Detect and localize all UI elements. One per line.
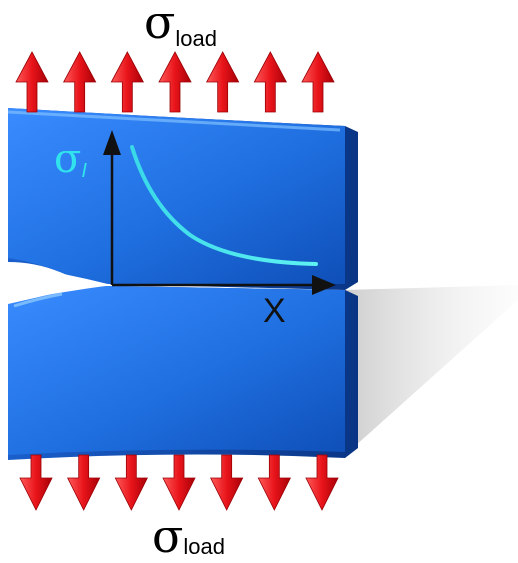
- top-load-arrow: [63, 51, 97, 113]
- y-axis-arrowhead: [103, 130, 121, 155]
- top-load-arrow: [110, 51, 144, 113]
- bottom-load-arrow: [67, 454, 101, 511]
- x-axis-label: X: [263, 292, 286, 330]
- bottom-load-arrow: [114, 454, 148, 511]
- stress-decay-curve: [130, 145, 318, 266]
- curve-label-symbol: σ: [54, 136, 81, 182]
- top-load-subscript: load: [175, 26, 217, 51]
- bottom-load-arrows: [19, 454, 339, 511]
- top-load-arrows: [15, 51, 335, 113]
- bottom-load-subscript: load: [183, 534, 225, 559]
- x-axis-arrowhead: [312, 275, 336, 295]
- bottom-load-symbol: σ: [152, 509, 183, 563]
- plate-drop-shadow: [345, 285, 518, 455]
- top-load-arrow: [253, 51, 287, 113]
- top-load-label: σload: [144, 0, 217, 51]
- bottom-load-arrow: [210, 454, 244, 511]
- plate-upper-half: [7, 108, 358, 290]
- bottom-load-arrow: [19, 454, 53, 511]
- curve-label: σI: [54, 136, 87, 182]
- top-load-arrow: [206, 51, 240, 113]
- stress-axes: [103, 130, 336, 295]
- top-load-arrow: [301, 51, 335, 113]
- bottom-load-arrow: [162, 454, 196, 511]
- bottom-load-arrow: [257, 454, 291, 511]
- top-load-arrow: [158, 51, 192, 113]
- bottom-load-label: σload: [152, 509, 225, 563]
- top-load-arrow: [15, 51, 49, 113]
- bottom-load-arrow: [305, 454, 339, 511]
- plate-lower-half: [8, 286, 358, 460]
- crack-tip: [8, 264, 112, 302]
- top-load-symbol: σ: [144, 0, 175, 49]
- curve-label-subscript: I: [81, 160, 87, 182]
